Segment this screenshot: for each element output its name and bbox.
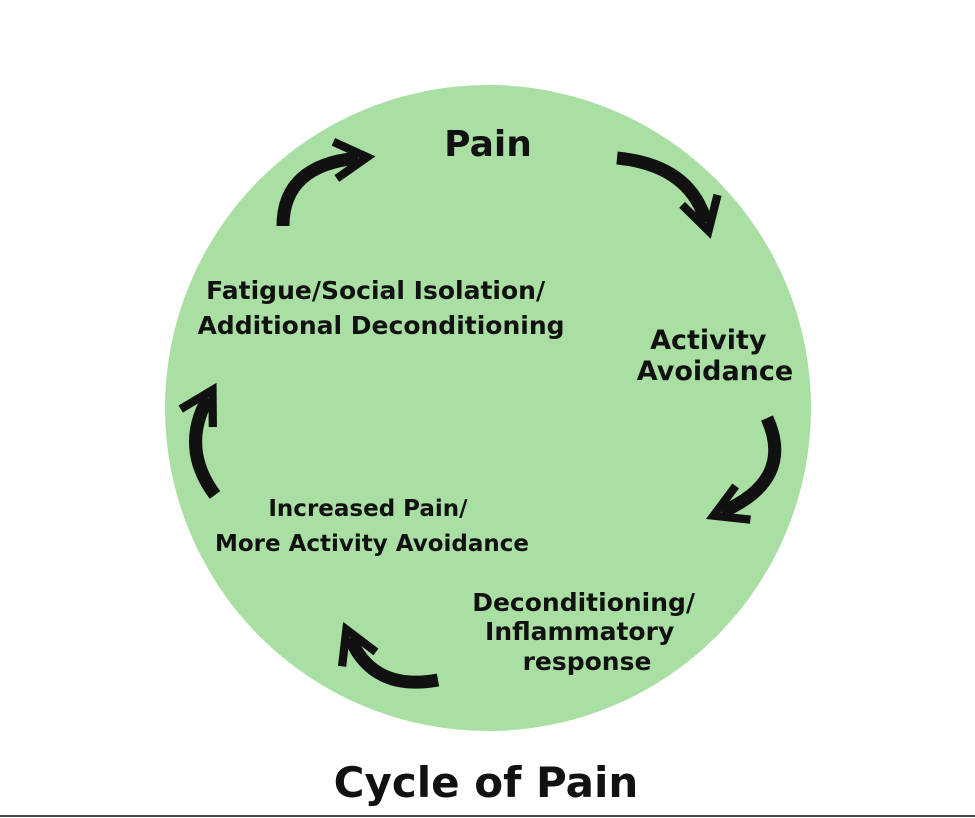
node-fatigue: Fatigue/Social Isolation/ Additional Dec… xyxy=(197,276,564,340)
node-deconditioning-line: response xyxy=(523,647,652,676)
bottom-divider xyxy=(0,815,975,817)
node-fatigue-line: Additional Deconditioning xyxy=(197,311,564,340)
node-pain: Pain xyxy=(444,124,532,165)
node-increased-pain: Increased Pain/ More Activity Avoidance xyxy=(215,496,529,557)
arrow-icon xyxy=(616,151,722,239)
cycle-circle xyxy=(165,85,811,731)
arrow-icon xyxy=(337,621,440,689)
node-activity-avoidance-line: Avoidance xyxy=(637,356,793,387)
diagram-title: Cycle of Pain xyxy=(334,758,639,807)
node-fatigue-line: Fatigue/Social Isolation/ xyxy=(206,276,546,305)
node-increased-pain-line: More Activity Avoidance xyxy=(215,531,529,557)
node-deconditioning-line: Inflammatory xyxy=(485,617,674,646)
node-pain-line: Pain xyxy=(444,124,532,165)
arrow-icon xyxy=(276,138,376,227)
arrow-icon xyxy=(705,415,782,524)
node-deconditioning: Deconditioning/ Inflammatory response xyxy=(472,588,704,676)
node-activity-avoidance-line: Activity xyxy=(650,325,767,356)
node-deconditioning-line: Deconditioning/ xyxy=(472,588,696,617)
node-activity-avoidance: Activity Avoidance xyxy=(637,325,793,387)
node-increased-pain-line: Increased Pain/ xyxy=(268,496,468,522)
arrow-icon xyxy=(178,382,221,499)
cycle-arrows xyxy=(178,138,782,689)
